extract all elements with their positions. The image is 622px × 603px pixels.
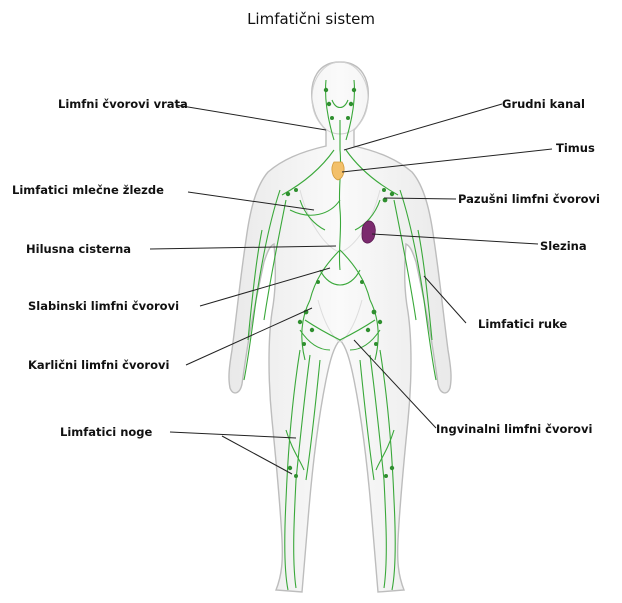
- label-thymus: Timus: [556, 141, 595, 155]
- label-spleen: Slezina: [540, 239, 587, 253]
- leader-thoracic-duct: [344, 104, 502, 150]
- label-groin-nodes: Slabinski limfni čvorovi: [28, 299, 179, 313]
- label-neck-nodes: Limfni čvorovi vrata: [58, 97, 188, 111]
- label-arm-lymphatics: Limfatici ruke: [478, 317, 567, 331]
- label-inguinal-nodes: Ingvinalni limfni čvorovi: [436, 422, 592, 436]
- label-axillary-nodes: Pazušni limfni čvorovi: [458, 192, 600, 206]
- label-pelvic-nodes: Karlični limfni čvorovi: [28, 358, 169, 372]
- label-breast-lymphatics: Limfatici mlečne žlezde: [12, 183, 164, 197]
- spleen-organ: [362, 221, 375, 243]
- label-thoracic-duct: Grudni kanal: [502, 97, 585, 111]
- label-leg-lymphatics: Limfatici noge: [60, 425, 152, 439]
- label-cisterna: Hilusna cisterna: [26, 242, 131, 256]
- leader-neck-nodes: [176, 105, 326, 130]
